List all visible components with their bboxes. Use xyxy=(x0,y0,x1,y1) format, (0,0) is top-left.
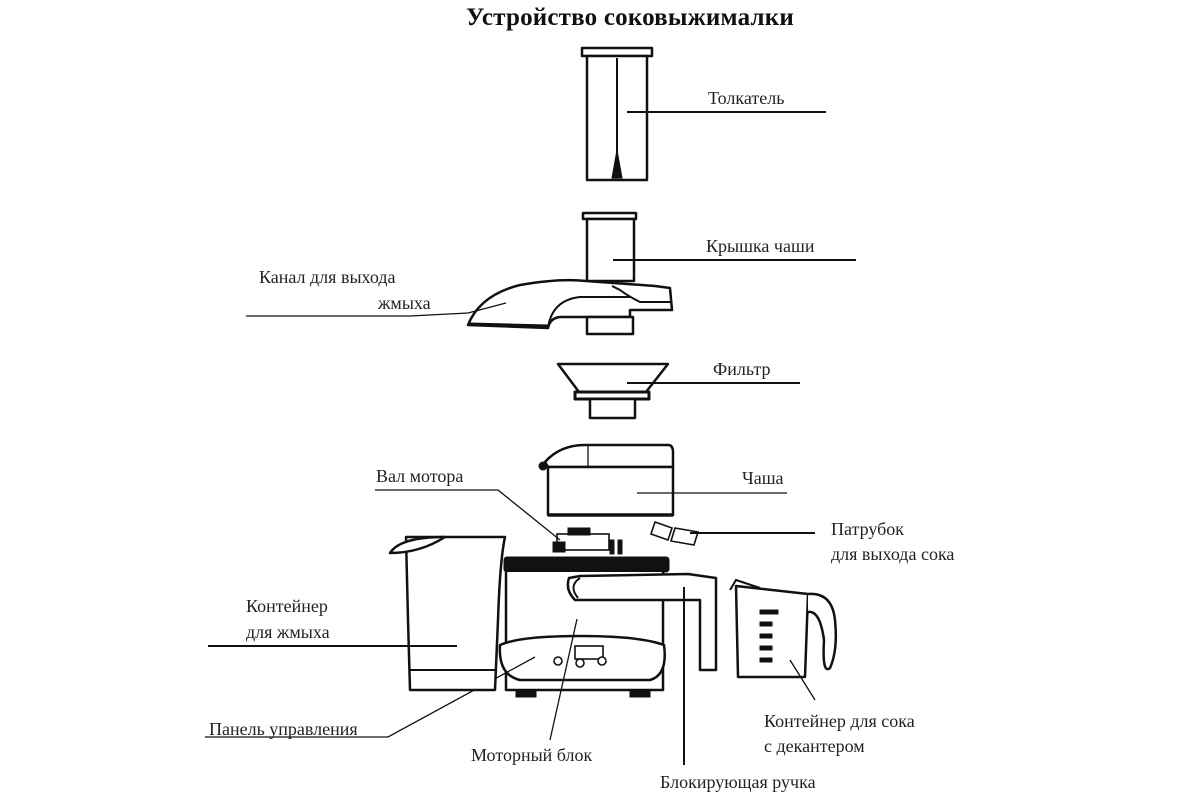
label-pulp-channel-1: Канал для выхода xyxy=(259,267,396,287)
label-motor-shaft: Вал мотора xyxy=(376,466,464,486)
bowl-part xyxy=(538,443,700,546)
motor-unit-leader-line xyxy=(549,618,578,741)
label-pulp-container-1: Контейнер xyxy=(246,596,328,616)
pulp-container-part xyxy=(388,535,507,692)
label-bowl: Чаша xyxy=(742,468,784,488)
label-filter: Фильтр xyxy=(713,359,771,379)
label-juice-container-1: Контейнер для сока xyxy=(764,711,915,731)
pusher-part xyxy=(580,46,654,182)
motor-base-part xyxy=(498,556,718,698)
bowl-lid-part xyxy=(466,211,674,336)
diagram-title: Устройство соковыжималки xyxy=(466,4,794,31)
label-motor-unit: Моторный блок xyxy=(471,745,593,765)
juice-container-leader-line xyxy=(789,659,816,701)
juice-container-part xyxy=(729,578,838,679)
label-pulp-container-2: для жмыха xyxy=(246,622,330,642)
motor-shaft-part xyxy=(552,527,623,555)
label-juice-spout-2: для выхода сока xyxy=(831,544,955,564)
pulp-channel-leader-line xyxy=(246,302,507,317)
label-control-panel: Панель управления xyxy=(209,719,358,739)
label-locking-handle: Блокирующая ручка xyxy=(660,772,816,792)
filter-part xyxy=(556,362,670,420)
motor-shaft-leader-line xyxy=(375,489,561,541)
label-juice-spout-1: Патрубок xyxy=(831,519,905,539)
label-juice-container-2: с декантером xyxy=(764,736,865,756)
label-bowl-lid: Крышка чаши xyxy=(706,236,815,256)
label-pusher: Толкатель xyxy=(708,88,785,108)
label-pulp-channel-2: жмыха xyxy=(378,293,431,313)
